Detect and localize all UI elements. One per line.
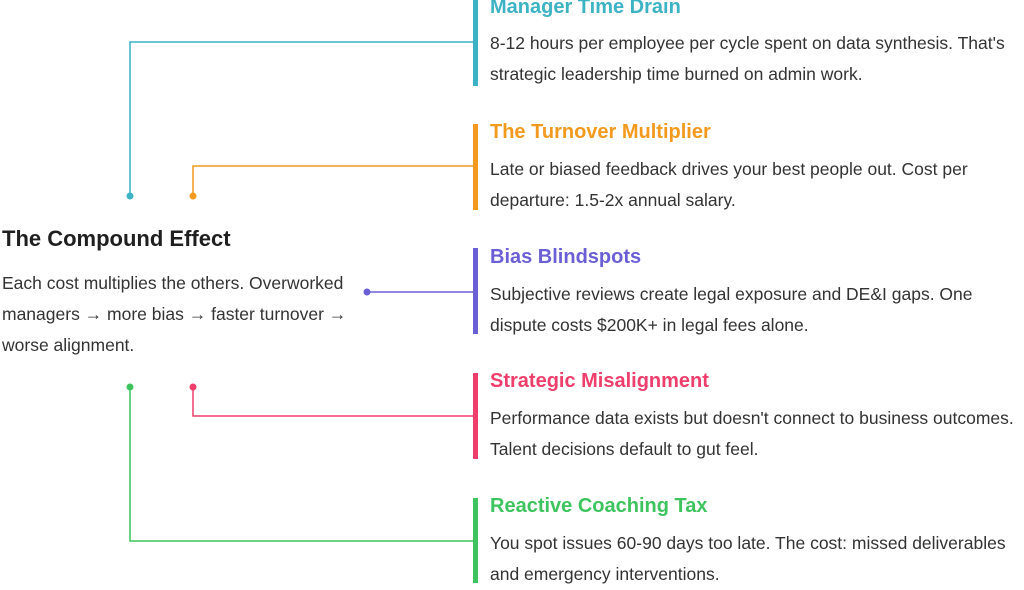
cost-card-turnover-multiplier: The Turnover Multiplier Late or biased f… xyxy=(473,121,1024,210)
accent-bar xyxy=(473,373,478,459)
cost-description: 8-12 hours per employee per cycle spent … xyxy=(490,33,1005,84)
cost-description: Late or biased feedback drives your best… xyxy=(490,159,968,210)
cost-card-reactive-coaching-tax: Reactive Coaching Tax You spot issues 60… xyxy=(473,495,1024,584)
cost-title: Strategic Misalignment xyxy=(490,370,709,392)
cost-description: You spot issues 60-90 days too late. The… xyxy=(490,533,1006,584)
connector-manager-time-drain xyxy=(129,41,473,196)
compound-effect-description: Each cost multiplies the others. Overwor… xyxy=(2,273,347,355)
connector-strategic-misalignment xyxy=(192,387,473,417)
cost-card-manager-time-drain: Manager Time Drain 8-12 hours per employ… xyxy=(473,0,1024,86)
accent-bar xyxy=(473,248,478,334)
cost-card-strategic-misalignment: Strategic Misalignment Performance data … xyxy=(473,370,1024,459)
cost-title: Bias Blindspots xyxy=(490,246,642,268)
compound-effect-title: The Compound Effect xyxy=(2,226,231,251)
cost-title: The Turnover Multiplier xyxy=(490,121,711,143)
accent-bar xyxy=(473,498,478,583)
connector-dot-manager-time-drain xyxy=(126,192,134,200)
cost-title: Reactive Coaching Tax xyxy=(490,495,708,517)
connector-dot-reactive-coaching-tax xyxy=(126,383,134,391)
connector-dot-strategic-misalignment xyxy=(189,383,197,391)
connector-dot-turnover-multiplier xyxy=(189,192,197,200)
cost-description: Performance data exists but doesn't conn… xyxy=(490,408,1014,459)
cost-title: Manager Time Drain xyxy=(490,0,681,18)
connector-dot-bias-blindspots xyxy=(363,288,371,296)
accent-bar xyxy=(473,0,478,86)
accent-bar xyxy=(473,124,478,210)
connector-turnover-multiplier xyxy=(192,165,473,196)
cost-card-bias-blindspots: Bias Blindspots Subjective reviews creat… xyxy=(473,246,1024,335)
cost-description: Subjective reviews create legal exposure… xyxy=(490,284,973,335)
connector-reactive-coaching-tax xyxy=(129,387,473,542)
